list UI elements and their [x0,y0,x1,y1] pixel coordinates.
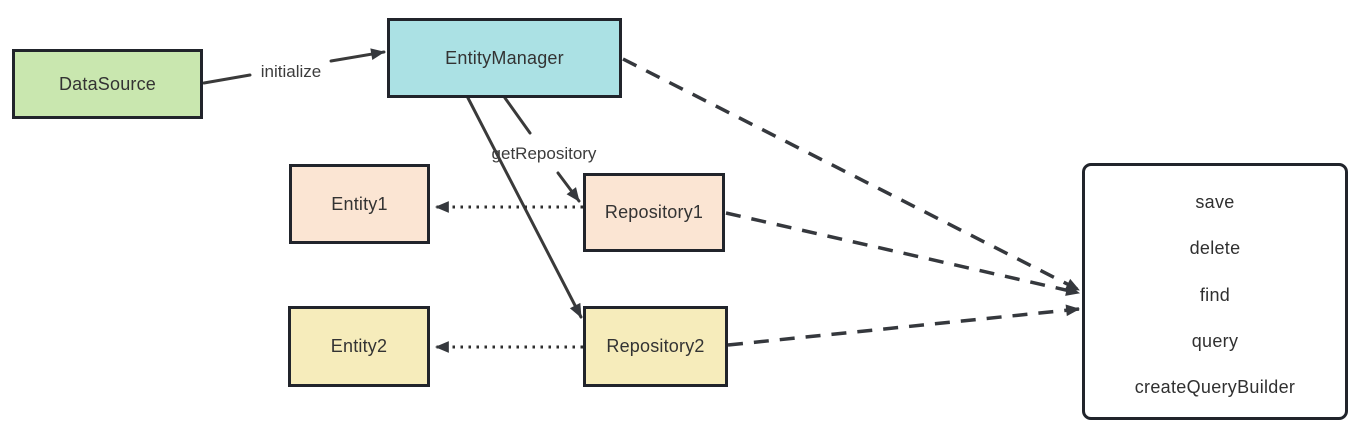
method-createquerybuilder: createQueryBuilder [1134,377,1296,397]
node-entity1-label: Entity1 [331,193,388,214]
node-entity1: Entity1 [289,164,430,244]
method-find: find [1199,284,1231,305]
node-entity2: Entity2 [288,306,430,387]
edge-getrepository1-segment [503,96,532,135]
node-repository1-label: Repository1 [604,202,704,222]
edge-label-getrepository: getRepository [492,144,597,163]
node-entity-manager: EntityManager [387,18,622,98]
node-entity2-label: Entity2 [330,336,388,356]
node-datasource: DataSource [12,49,203,119]
node-entity-manager-label: EntityManager [445,47,564,68]
edge-getrepository1-arrow [556,171,581,203]
edge-entitymanager-methods-dashed [622,57,1080,292]
node-datasource-label: DataSource [58,73,157,94]
edge-label-initialize: initialize [261,62,321,81]
edge-repository2-methods-dashed [727,304,1081,347]
methods-box: save delete find query createQueryBuilde… [1082,163,1348,420]
edge-initialize-segment [202,73,252,85]
edge-initialize-arrow [329,48,386,63]
node-repository2: Repository2 [583,306,728,387]
edge-repository1-methods-dashed [725,211,1081,296]
method-delete: delete [1189,238,1241,259]
method-save: save [1195,192,1235,212]
node-repository1: Repository1 [583,173,725,252]
node-repository2-label: Repository2 [606,336,705,356]
method-query: query [1191,330,1239,351]
